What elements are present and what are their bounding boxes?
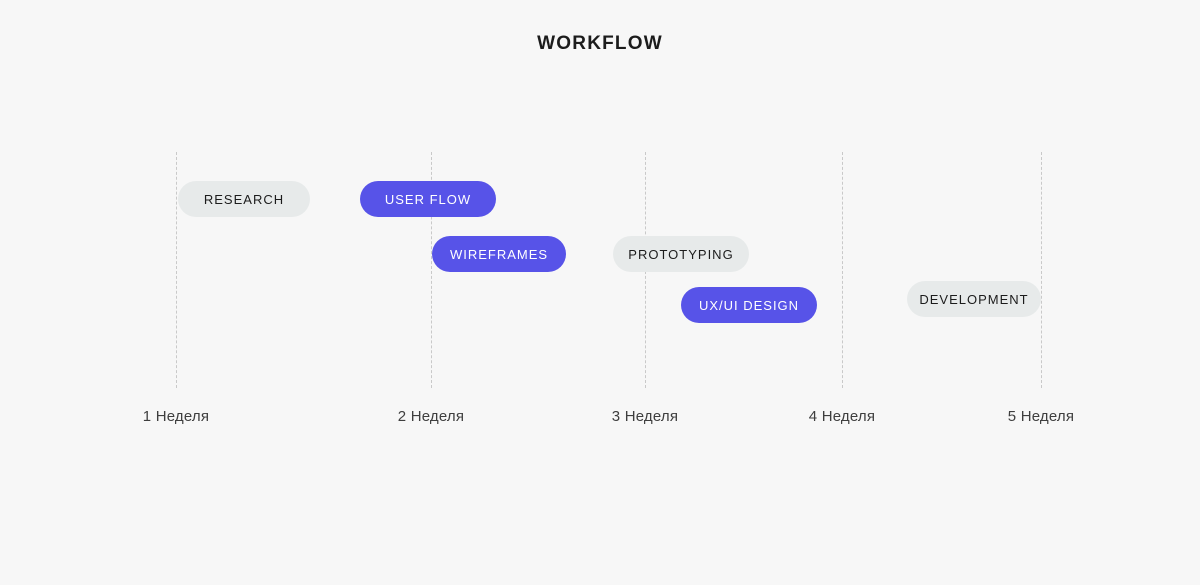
week-label-2: 2 Неделя: [397, 408, 465, 425]
task-pill-development: DEVELOPMENT: [907, 281, 1041, 317]
week-gridline-1: [176, 152, 177, 388]
week-gridline-2: [431, 152, 432, 388]
task-pill-ux-ui-design: UX/UI DESIGN: [681, 287, 817, 323]
week-label-4: 4 Неделя: [808, 408, 876, 425]
week-label-5: 5 Неделя: [1007, 408, 1075, 425]
task-pill-research: RESEARCH: [178, 181, 310, 217]
week-label-1: 1 Неделя: [142, 408, 210, 425]
task-pill-prototyping: PROTOTYPING: [613, 236, 749, 272]
week-gridline-4: [842, 152, 843, 388]
task-pill-user-flow: USER FLOW: [360, 181, 496, 217]
week-label-3: 3 Неделя: [611, 408, 679, 425]
task-pill-wireframes: WIREFRAMES: [432, 236, 566, 272]
page-title: WORKFLOW: [537, 33, 663, 54]
week-gridline-5: [1041, 152, 1042, 388]
